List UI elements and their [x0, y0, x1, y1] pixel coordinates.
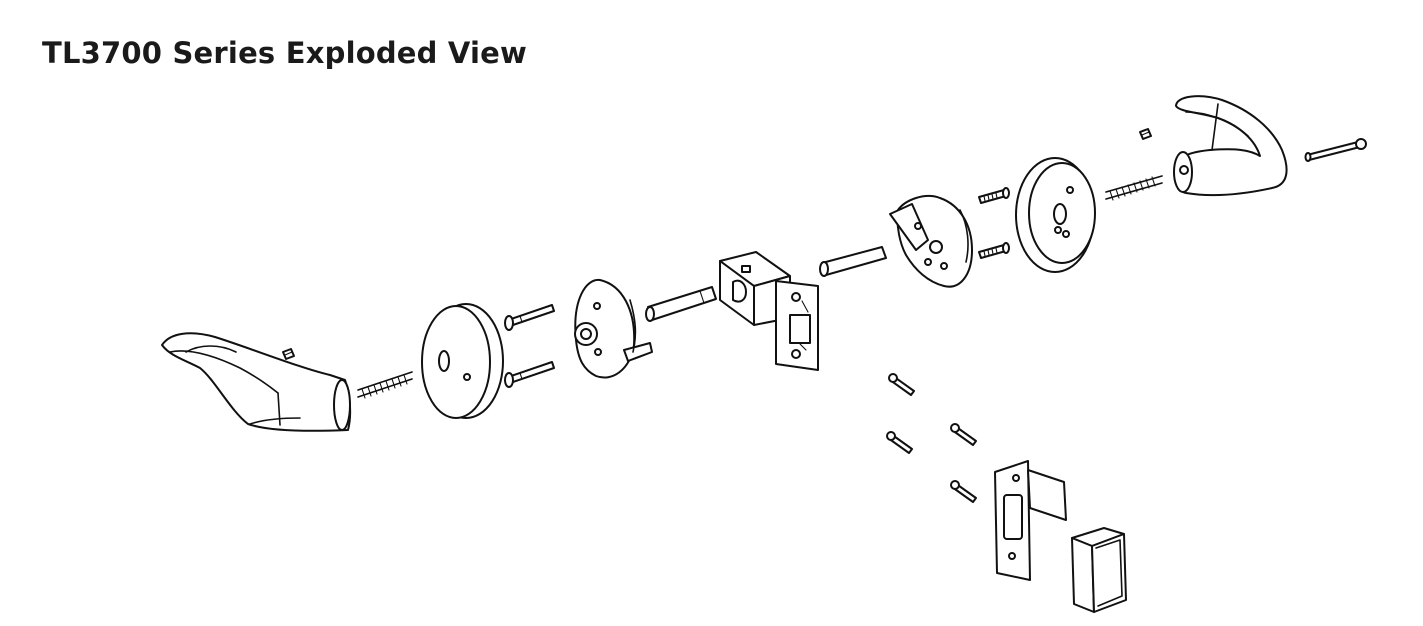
outside-chassis: [889, 194, 973, 288]
left-mounting-screws: [504, 304, 555, 388]
right-set-screw: [1139, 128, 1152, 140]
strike-plate: [994, 460, 1067, 581]
right-spindle: [819, 246, 887, 277]
right-lever: [1173, 95, 1288, 197]
dust-box: [1071, 527, 1127, 613]
left-rose: [421, 303, 504, 419]
left-spindle: [645, 286, 717, 322]
left-set-screw: [282, 348, 295, 360]
inside-chassis: [574, 278, 653, 379]
left-spring: [357, 371, 413, 399]
left-lever: [161, 332, 352, 432]
outside-rose: [1015, 157, 1096, 273]
retaining-pin: [1304, 138, 1367, 162]
outside-mounting-screws: [978, 187, 1010, 259]
page-title: TL3700 Series Exploded View: [42, 36, 528, 70]
strike-screws: [886, 373, 977, 503]
latch: [719, 251, 819, 371]
outside-spring: [1105, 175, 1163, 201]
